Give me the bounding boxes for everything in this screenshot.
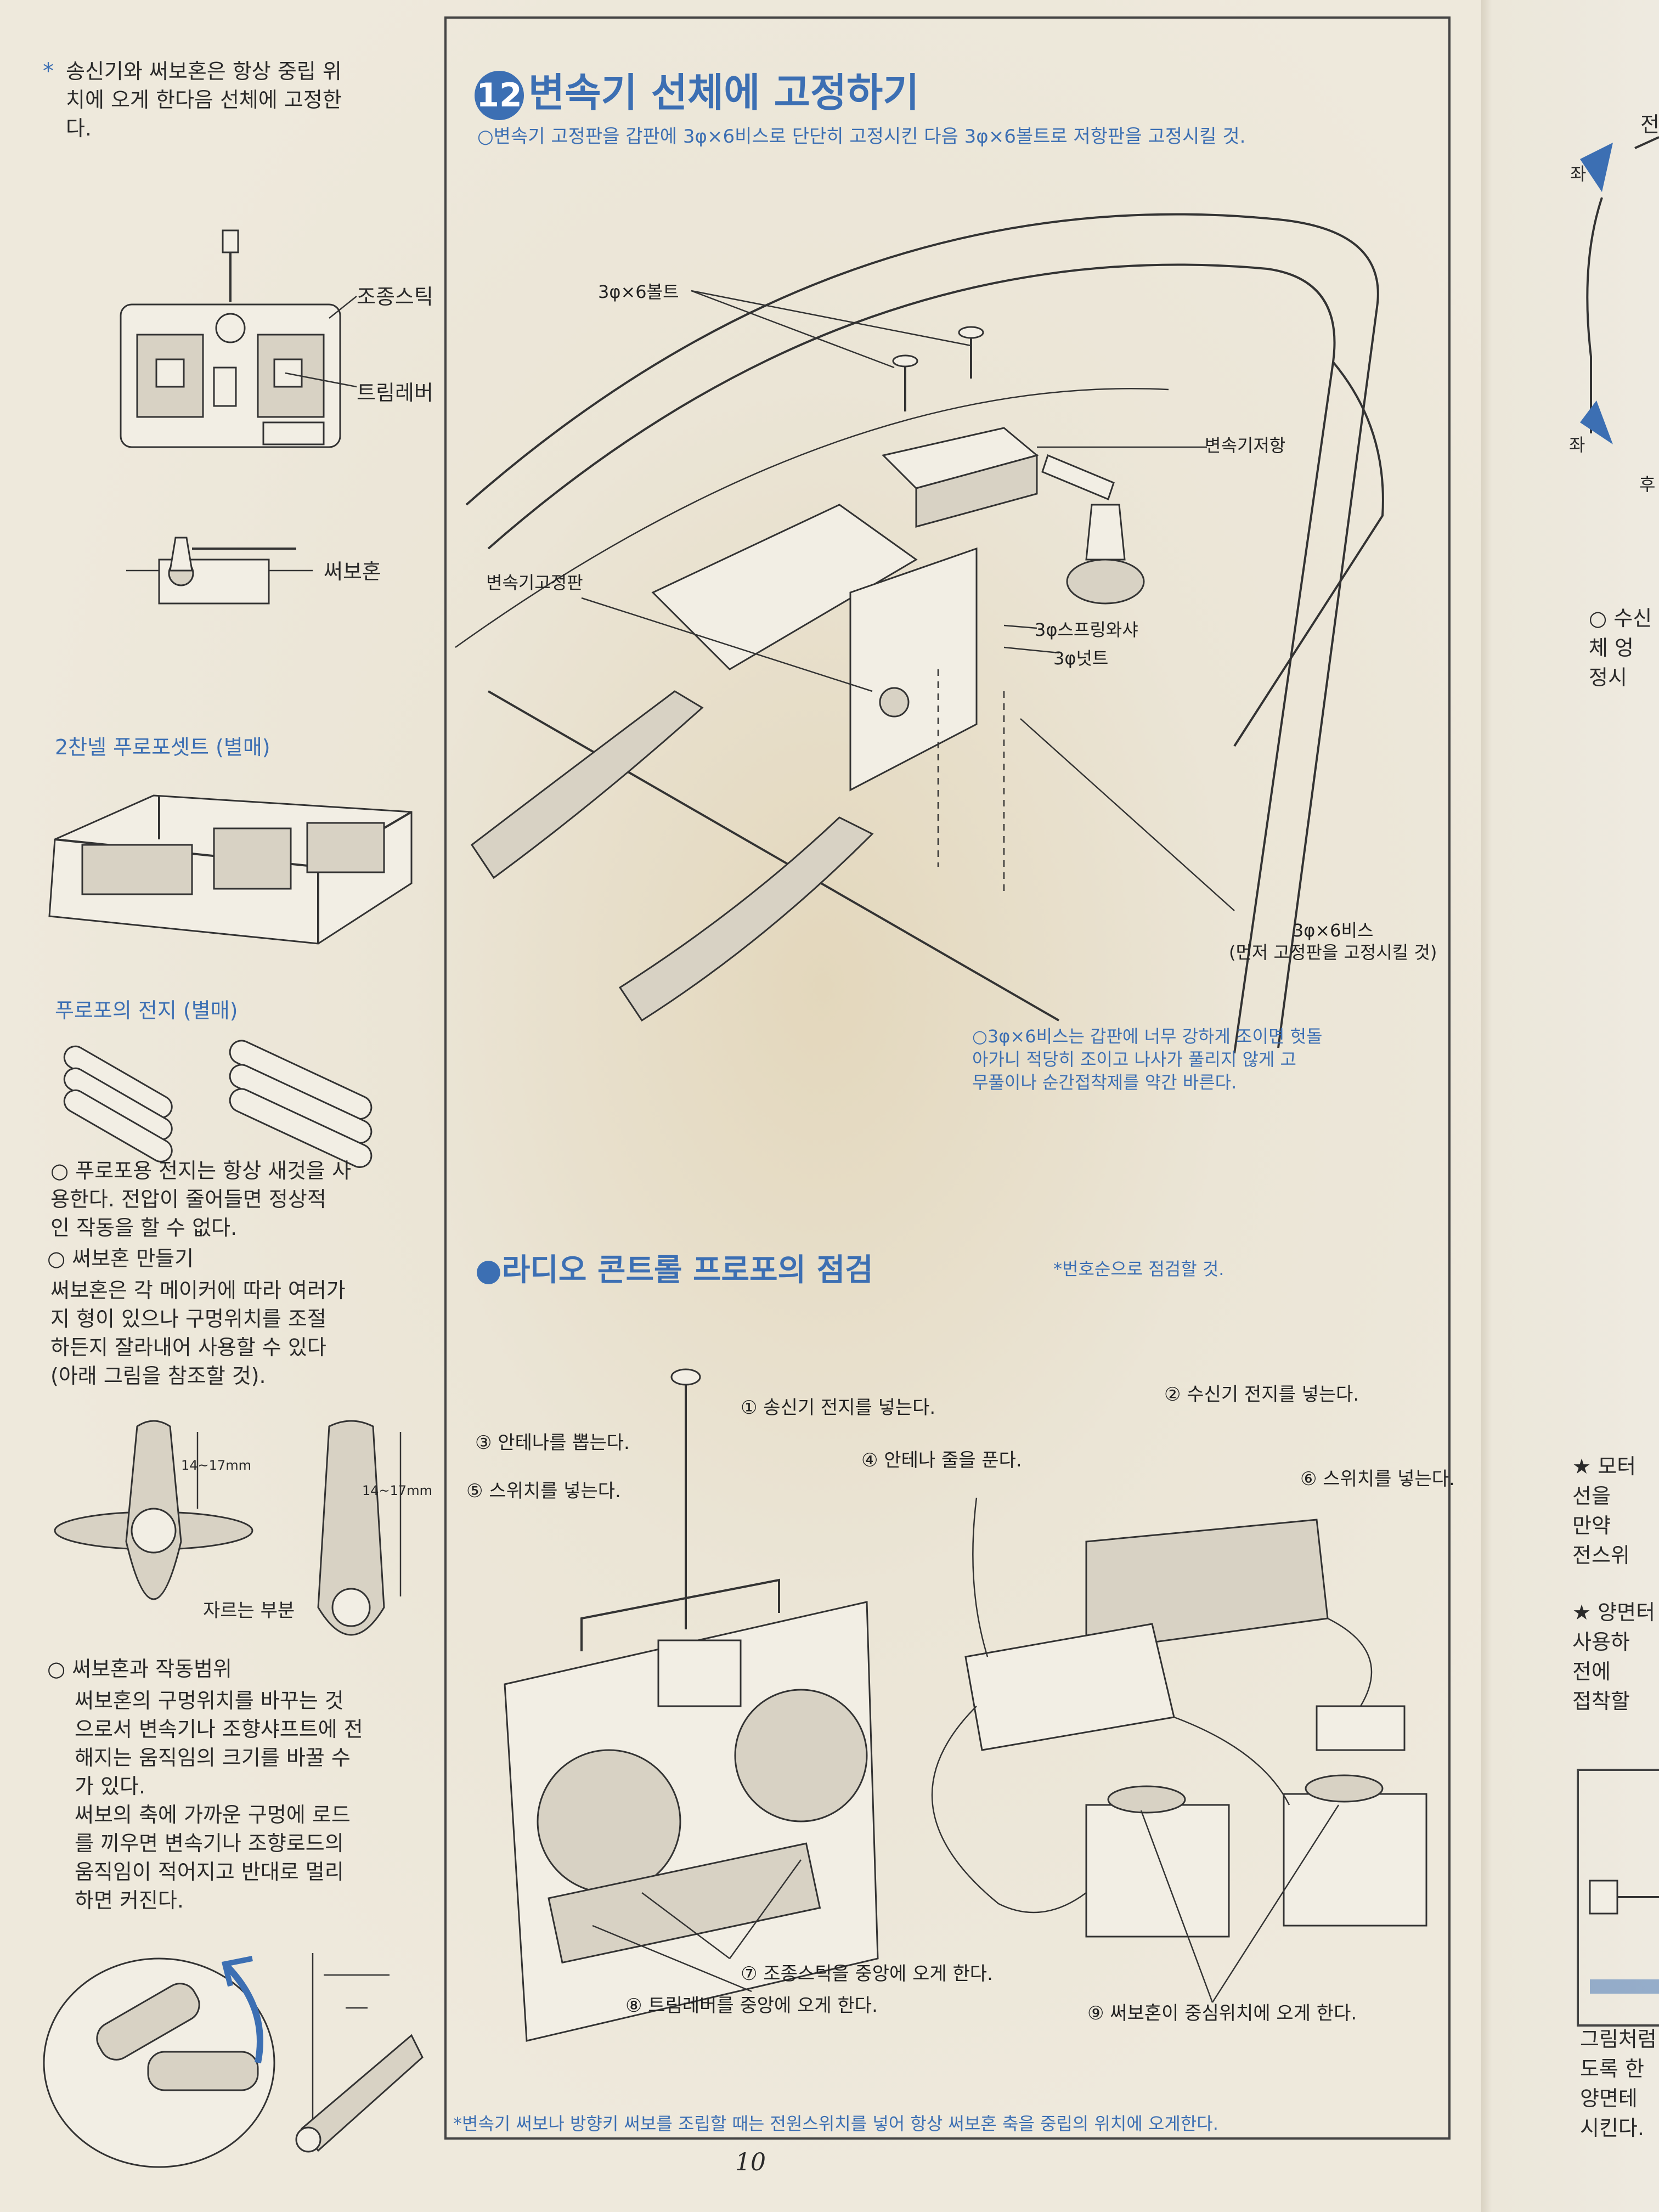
main-frame bbox=[444, 16, 1451, 2140]
servo-drawing bbox=[126, 537, 313, 605]
horn-range-text: 써보혼의 구멍위치를 바꾸는 것 으로서 변속기나 조향샤프트에 전 해지는 움… bbox=[75, 1689, 363, 1912]
footer-note: *변속기 써보나 방향키 써보를 조립할 때는 전원스위치를 넣어 항상 써보혼… bbox=[453, 2113, 1218, 2134]
step12-number: 12 bbox=[475, 71, 524, 121]
step12-instruction: ○변속기 고정판을 갑판에 3φ×6비스로 단단히 고정시킨 다음 3φ×6볼트… bbox=[477, 126, 1246, 148]
check-section-heading: ●라디오 콘트롤 프로포의 점검 bbox=[475, 1252, 873, 1288]
rudder-diagram-fragment bbox=[1580, 136, 1659, 444]
battery-note: ○ 푸로포용 전지는 항상 새것을 사 용한다. 전압이 줄어들면 정상적 인 … bbox=[50, 1159, 352, 1240]
check-step-4: ④ 안테나 줄을 푼다. bbox=[861, 1449, 1022, 1471]
check-order-note: *번호순으로 점검할 것. bbox=[1053, 1259, 1224, 1279]
figure-box-fragment bbox=[1577, 1769, 1659, 2027]
horn-make-heading: ○ 써보혼 만들기 bbox=[47, 1246, 194, 1271]
neutral-note: 송신기와 써보혼은 항상 중립 위 치에 오게 한다음 선체에 고정한 다. bbox=[66, 59, 342, 140]
tape-strip bbox=[1590, 1979, 1659, 1994]
label-bolt: 3φ×6볼트 bbox=[598, 281, 679, 302]
check-step-8: ⑧ 트림레버를 중앙에 오게 한다. bbox=[625, 1995, 878, 2017]
page-gutter bbox=[1481, 0, 1659, 2212]
check-section-title: 라디오 콘트롤 프로포의 점검 bbox=[501, 1252, 873, 1288]
back-label: 후 bbox=[1639, 474, 1656, 495]
left-label-1: 좌 bbox=[1570, 163, 1587, 184]
note-asterisk: * bbox=[43, 59, 54, 84]
label-mounting-plate: 변속기고정판 bbox=[486, 572, 583, 593]
screw-caution-text: 3φ×6비스는 갑판에 너무 강하게 조이면 헛돌 아가니 적당히 조이고 나사… bbox=[972, 1026, 1323, 1093]
motor-note-fragment: ★ 모터 선을 만약 전스위 bbox=[1572, 1454, 1637, 1567]
page-number: 10 bbox=[735, 2148, 766, 2176]
screw-caution: ○3φ×6비스는 갑판에 너무 강하게 조이면 헛돌 아가니 적당히 조이고 나… bbox=[972, 1026, 1323, 1093]
radio-check-drawing bbox=[504, 1368, 1427, 2042]
label-servo-horn: 써보혼 bbox=[324, 560, 381, 584]
figure-box-shape bbox=[1589, 1880, 1659, 1915]
label-screw: 3φ×6비스 (먼저 고정판을 고정시킬 것) bbox=[1229, 920, 1437, 963]
check-step-6: ⑥ 스위치를 넣는다. bbox=[1300, 1468, 1455, 1490]
battery-title: 푸로포의 전지 (별매) bbox=[55, 998, 238, 1023]
tape-note-fragment: ★ 양면터 사용하 전에 접착할 bbox=[1572, 1600, 1656, 1713]
horn-range-title: 써보혼과 작동범위 bbox=[72, 1657, 233, 1681]
step12-title: 변속기 선체에 고정하기 bbox=[528, 70, 919, 116]
left-label-2: 좌 bbox=[1569, 435, 1585, 455]
transmitter-drawing bbox=[120, 229, 341, 448]
horn-make-title: 써보혼 만들기 bbox=[72, 1246, 194, 1271]
linkage-drawing bbox=[43, 1953, 424, 2168]
label-nut: 3φ넛트 bbox=[1053, 648, 1109, 669]
boat-assembly-drawing bbox=[455, 213, 1384, 1054]
check-step-3: ③ 안테나를 뽑는다. bbox=[475, 1432, 630, 1454]
label-trim-lever: 트림레버 bbox=[357, 381, 433, 405]
horn-range-heading: ○ 써보혼과 작동범위 bbox=[47, 1657, 233, 1681]
check-step-7: ⑦ 조종스틱을 중앙에 오게 한다. bbox=[741, 1963, 993, 1985]
check-step-2: ② 수신기 전지를 넣는다. bbox=[1164, 1384, 1359, 1406]
transmitter-leaders bbox=[285, 296, 357, 388]
cut-part-label: 자르는 부분 bbox=[203, 1600, 295, 1622]
receiver-note-fragment: ○ 수신 체 엉 정시 bbox=[1589, 606, 1652, 690]
step12-instruction-text: 변속기 고정판을 갑판에 3φ×6비스로 단단히 고정시킨 다음 3φ×6볼트로… bbox=[493, 126, 1246, 148]
check-step-1: ① 송신기 전지를 넣는다. bbox=[741, 1397, 936, 1419]
dimension-1: 14~17mm bbox=[181, 1458, 251, 1473]
battery-drawing bbox=[63, 1040, 373, 1168]
label-spring-washer: 3φ스프링와샤 bbox=[1035, 619, 1138, 640]
servo-horn-shapes bbox=[54, 1420, 402, 1636]
check-step-5: ⑤ 스위치를 넣는다. bbox=[466, 1480, 621, 1502]
label-control-stick: 조종스틱 bbox=[357, 285, 433, 309]
propo-set-title: 2찬넬 푸로포셋트 (별매) bbox=[55, 735, 270, 759]
figure-note-fragment: 그림처럼 도록 한 양면테 시킨다. bbox=[1580, 2027, 1657, 2140]
battery-note-text: 푸로포용 전지는 항상 새것을 사 용한다. 전압이 줄어들면 정상적 인 작동… bbox=[50, 1159, 352, 1240]
label-resistor: 변속기저항 bbox=[1205, 435, 1286, 456]
dimension-2: 14~17mm bbox=[362, 1483, 432, 1498]
check-step-9: ⑨ 써보혼이 중심위치에 오게 한다. bbox=[1087, 2002, 1357, 2024]
front-label: 전 bbox=[1640, 112, 1659, 137]
propo-set-drawing bbox=[48, 794, 413, 945]
horn-make-text: 써보혼은 각 메이커에 따라 여러가 지 형이 있으나 구멍위치를 조절 하든지… bbox=[50, 1278, 346, 1388]
